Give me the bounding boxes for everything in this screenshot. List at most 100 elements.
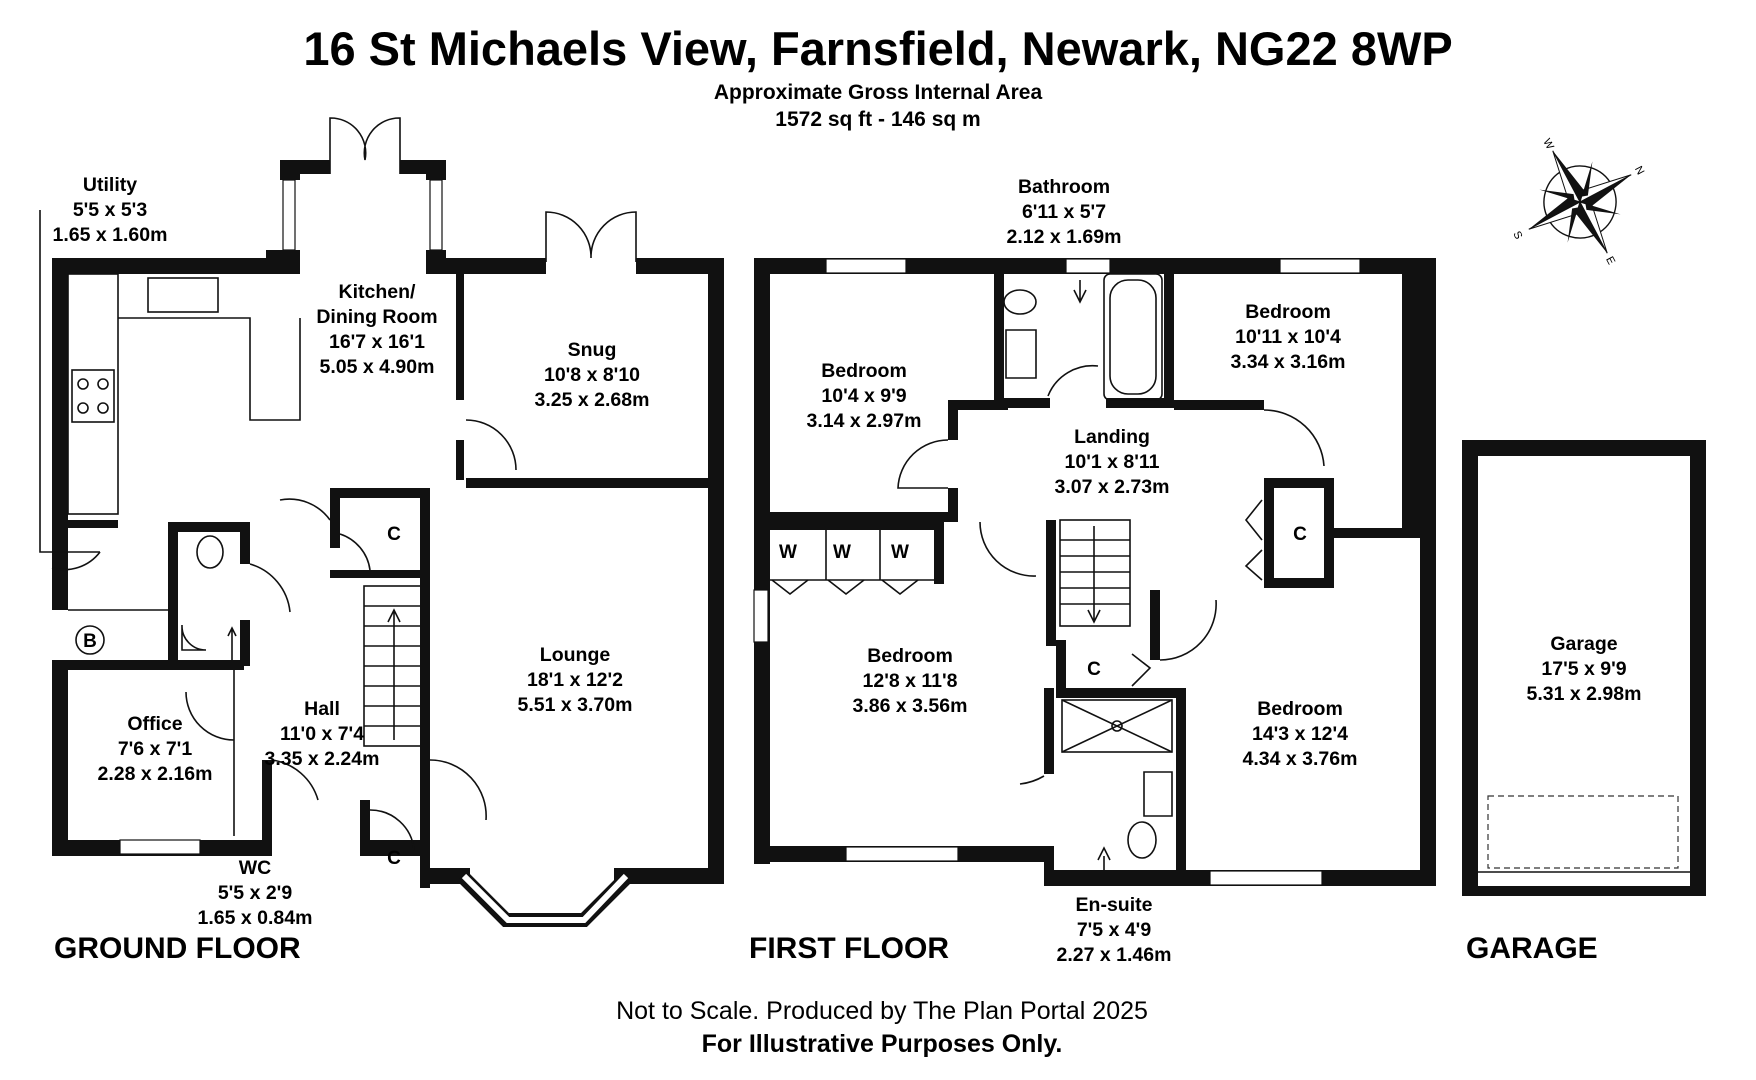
wall (1420, 258, 1436, 870)
door-swing (339, 533, 371, 571)
door-swing (429, 759, 487, 821)
wall (168, 522, 248, 532)
svg-text:5.31 x 2.98m: 5.31 x 2.98m (1527, 683, 1642, 705)
first-floor-plan: W W W C C (753, 258, 1436, 886)
basin (1143, 771, 1173, 817)
wall (1106, 398, 1174, 408)
svg-text:Landing: Landing (1074, 426, 1150, 448)
footer-disclaimer: Not to Scale. Produced by The Plan Porta… (616, 997, 1148, 1025)
wall (708, 258, 724, 884)
svg-text:Lounge: Lounge (540, 644, 611, 666)
wall (240, 522, 250, 564)
garage-walls (1462, 440, 1706, 896)
room-snug: Snug 10'8 x 8'10 3.25 x 2.68m (535, 339, 650, 411)
compass-n: N (1632, 164, 1646, 177)
svg-text:Bedroom: Bedroom (1245, 301, 1331, 323)
door-swing (1263, 409, 1325, 467)
door-swing (979, 521, 1037, 577)
room-landing: Landing 10'1 x 8'11 3.07 x 2.73m (1055, 426, 1170, 498)
svg-text:5.51 x 3.70m: 5.51 x 3.70m (518, 694, 633, 716)
svg-text:10'11 x 10'4: 10'11 x 10'4 (1235, 326, 1341, 348)
svg-text:1.65 x 0.84m: 1.65 x 0.84m (198, 907, 313, 929)
door-swing (897, 439, 949, 489)
door-swing (369, 809, 415, 851)
compass-w: W (1540, 137, 1556, 152)
wall (1264, 478, 1274, 588)
svg-text:Snug: Snug (568, 339, 617, 361)
door-swing (465, 419, 517, 471)
worktop (67, 273, 119, 515)
svg-text:7'6 x 7'1: 7'6 x 7'1 (118, 738, 192, 760)
room-bedroom-se: Bedroom 14'3 x 12'4 4.34 x 3.76m (1243, 698, 1358, 770)
window (753, 589, 769, 643)
wall (68, 520, 118, 528)
wall (300, 160, 330, 174)
worktop (118, 317, 301, 421)
wall (994, 398, 1050, 408)
wall (1264, 578, 1324, 588)
french-doors (329, 117, 401, 174)
svg-text:Garage: Garage (1550, 633, 1617, 655)
garage-door-line (1487, 795, 1679, 869)
wall (1264, 478, 1324, 488)
wall (262, 760, 272, 856)
ground-floor-plan: B C C (39, 117, 724, 927)
svg-text:Hall: Hall (304, 698, 340, 720)
room-bedroom-ne: Bedroom 10'11 x 10'4 3.34 x 3.16m (1231, 301, 1346, 373)
wall (52, 660, 244, 670)
wall (266, 250, 300, 274)
room-wc: WC 5'5 x 2'9 1.65 x 0.84m (198, 857, 313, 929)
window (119, 839, 201, 855)
sink (147, 277, 219, 313)
svg-text:18'1 x 12'2: 18'1 x 12'2 (527, 669, 623, 691)
floor-title-ground: GROUND FLOOR (54, 932, 301, 965)
wall (1150, 590, 1160, 660)
wall (456, 274, 464, 400)
svg-text:Bedroom: Bedroom (821, 360, 907, 382)
wall (1044, 688, 1054, 774)
svg-text:5'5 x 5'3: 5'5 x 5'3 (73, 199, 147, 221)
svg-text:11'0 x 7'4: 11'0 x 7'4 (280, 723, 364, 745)
wall (754, 258, 770, 864)
svg-text:2.12 x 1.69m: 2.12 x 1.69m (1007, 226, 1122, 248)
door-swing (249, 563, 291, 613)
wall (330, 570, 430, 578)
wall (1056, 640, 1066, 692)
room-bathroom: Bathroom 6'11 x 5'7 2.12 x 1.69m (1007, 176, 1122, 248)
svg-text:3.25 x 2.68m: 3.25 x 2.68m (535, 389, 650, 411)
window (1279, 258, 1361, 274)
floor-title-garage: GARAGE (1466, 932, 1598, 965)
svg-text:12'8 x 11'8: 12'8 x 11'8 (863, 670, 958, 692)
cupboard-marker: C (387, 848, 401, 869)
compass-rose: N S E W (1510, 137, 1646, 267)
svg-text:17'5 x 9'9: 17'5 x 9'9 (1541, 658, 1626, 680)
footer-illustrative: For Illustrative Purposes Only. (702, 1030, 1063, 1058)
svg-text:3.34 x 3.16m: 3.34 x 3.16m (1231, 351, 1346, 373)
wall (948, 400, 958, 440)
svg-text:3.14 x 2.97m: 3.14 x 2.97m (807, 410, 922, 432)
wall (446, 258, 546, 274)
room-garage: Garage 17'5 x 9'9 5.31 x 2.98m (1527, 633, 1642, 705)
basin (181, 624, 207, 651)
room-lounge: Lounge 18'1 x 12'2 5.51 x 3.70m (518, 644, 633, 716)
svg-text:5.05 x 4.90m: 5.05 x 4.90m (320, 356, 435, 378)
door-swing (1047, 364, 1099, 397)
svg-text:3.86 x 3.56m: 3.86 x 3.56m (853, 695, 968, 717)
wall (400, 160, 430, 174)
wall (466, 478, 724, 488)
room-bedroom-sw: Bedroom 12'8 x 11'8 3.86 x 3.56m (853, 645, 968, 717)
area-value: 1572 sq ft - 146 sq m (775, 108, 980, 131)
garage-plan (1462, 440, 1706, 896)
svg-text:Bedroom: Bedroom (867, 645, 953, 667)
wall (330, 488, 430, 498)
svg-text:Kitchen/: Kitchen/ (339, 281, 417, 303)
wardrobes (770, 530, 937, 581)
svg-text:En-suite: En-suite (1076, 894, 1153, 916)
wall (280, 160, 300, 180)
toilet (196, 535, 224, 569)
french-doors (545, 211, 637, 262)
wardrobe-marker: W (779, 542, 797, 563)
svg-text:2.28 x 2.16m: 2.28 x 2.16m (98, 763, 213, 785)
wall (420, 488, 430, 888)
svg-text:14'3 x 12'4: 14'3 x 12'4 (1252, 723, 1348, 745)
